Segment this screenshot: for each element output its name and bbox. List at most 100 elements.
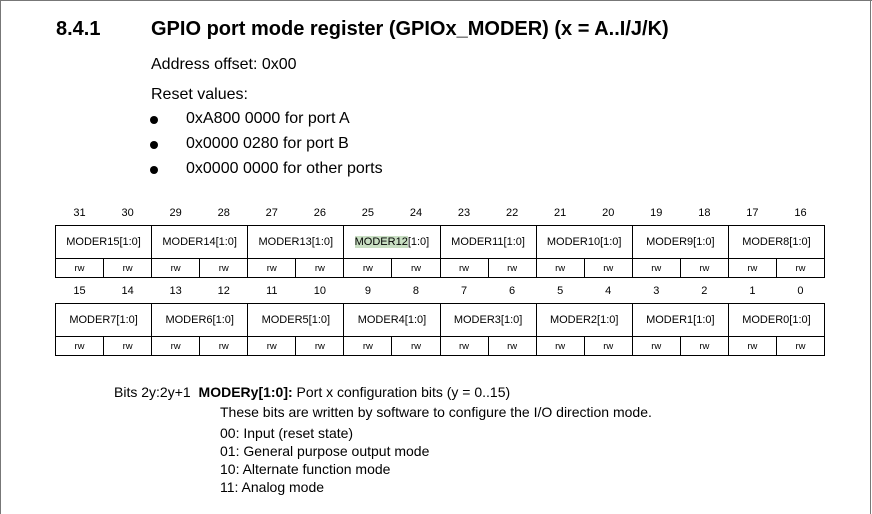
access-cell: rw (343, 336, 393, 356)
access-cell: rw (295, 258, 345, 278)
access-cell: rw (439, 336, 489, 356)
field-moder15: MODER15[1:0] (54, 225, 153, 259)
access-cell: rw (535, 258, 585, 278)
bit-number: 19 (650, 207, 663, 219)
access-cell: rw (151, 336, 201, 356)
bit-range: Bits 2y:2y+1 (114, 384, 191, 400)
bit-number: 2 (701, 285, 708, 297)
access-cell: rw (391, 336, 441, 356)
field-name: MODER11 (451, 236, 504, 248)
access-cell: rw (199, 336, 249, 356)
access-cell: rw (775, 336, 826, 356)
description-line: These bits are written by software to co… (220, 404, 652, 420)
field-name: MODER14 (162, 236, 216, 248)
field-name: MODER6 (165, 314, 213, 326)
bit-number: 30 (121, 207, 134, 219)
access-cell: rw (439, 258, 489, 278)
field-moder2: MODER2[1:0] (535, 303, 633, 337)
bit-number: 0 (797, 285, 804, 297)
access-cell: rw (295, 336, 345, 356)
bit-number: 9 (364, 285, 371, 297)
access-cell: rw (631, 258, 681, 278)
bit-number: 28 (217, 207, 230, 219)
bit-number: 18 (698, 207, 711, 219)
bit-number: 22 (505, 207, 519, 219)
access-row: rw rw rw rw rw rw rw rw rw rw rw rw rw r… (54, 258, 826, 278)
reset-values-label: Reset values: (151, 86, 248, 103)
field-range: [1:0] (600, 236, 622, 248)
field-name: MODER1 (646, 314, 694, 326)
description-line: 00: Input (reset state) (220, 425, 354, 441)
field-range: [1:0] (789, 236, 811, 248)
bit-number: 14 (121, 285, 134, 297)
section-number: 8.4.1 (56, 18, 101, 40)
access-cell: rw (487, 336, 537, 356)
field-name: MODER9 (646, 236, 694, 248)
field-moder7: MODER7[1:0] (54, 303, 153, 337)
field-moder5: MODER5[1:0] (247, 303, 345, 337)
access-cell: rw (151, 258, 201, 278)
bit-number: 25 (361, 207, 375, 219)
register-table-lower: 15 14 13 12 11 10 9 8 7 6 5 4 3 2 1 0 MO… (54, 279, 826, 356)
field-label: MODERy[1:0]: (198, 384, 293, 400)
field-range: [1:0] (789, 314, 811, 326)
field-range: [1:0] (311, 236, 334, 248)
access-cell: rw (679, 336, 729, 356)
field-range: [1:0] (693, 236, 715, 248)
bit-number: 16 (794, 207, 807, 219)
bit-number: 13 (169, 285, 182, 297)
access-cell: rw (727, 336, 777, 356)
bit-number: 5 (557, 285, 564, 297)
bit-number: 20 (602, 207, 615, 219)
bit-description-heading: Bits 2y:2y+1 MODERy[1:0]: Port x configu… (114, 384, 510, 400)
field-name: MODER13 (258, 236, 312, 248)
bit-number: 12 (217, 285, 230, 297)
bit-number: 4 (605, 285, 612, 297)
field-range: [1:0] (308, 314, 331, 326)
field-name: MODER4 (357, 314, 405, 326)
field-moder8: MODER8[1:0] (727, 225, 826, 259)
bit-number: 29 (169, 207, 182, 219)
page-frame-left (0, 0, 1, 514)
access-cell: rw (54, 258, 105, 278)
access-cell: rw (247, 258, 297, 278)
reset-value-item: 0xA800 0000 for port A (186, 110, 350, 127)
field-moder11: MODER11[1:0] (439, 225, 537, 259)
field-name: MODER5 (261, 314, 309, 326)
field-range: [1:0] (693, 314, 715, 326)
bullet-icon (150, 116, 158, 124)
field-moder12: MODER12[1:0] (343, 225, 441, 259)
address-offset: Address offset: 0x00 (151, 56, 297, 73)
bullet-icon (150, 141, 158, 149)
field-moder3: MODER3[1:0] (439, 303, 537, 337)
field-name-highlighted: MODER12 (354, 236, 408, 248)
access-cell: rw (679, 258, 729, 278)
access-cell: rw (391, 258, 441, 278)
field-name: MODER2 (549, 314, 598, 326)
field-moder13: MODER13[1:0] (247, 225, 345, 259)
reset-value-item: 0x0000 0000 for other ports (186, 160, 383, 177)
access-row: rw rw rw rw rw rw rw rw rw rw rw rw rw r… (54, 336, 826, 356)
field-summary: Port x configuration bits (y = 0..15) (292, 384, 511, 400)
register-table-upper: 31 30 29 28 27 26 25 24 23 22 21 20 19 1… (54, 201, 826, 278)
field-name: MODER10 (546, 236, 601, 248)
field-range: [1:0] (119, 236, 141, 248)
bit-number-row: 31 30 29 28 27 26 25 24 23 22 21 20 19 1… (56, 201, 825, 226)
access-cell: rw (199, 258, 249, 278)
field-range: [1:0] (500, 314, 523, 326)
bit-number: 11 (266, 285, 278, 297)
field-name: MODER8 (742, 236, 790, 248)
bit-number: 1 (749, 285, 756, 297)
field-moder14: MODER14[1:0] (151, 225, 249, 259)
bit-number: 26 (313, 207, 326, 219)
description-line: 11: Analog mode (220, 479, 325, 495)
bit-number: 31 (73, 207, 86, 219)
access-cell: rw (54, 336, 105, 356)
field-range: [1:0] (597, 314, 619, 326)
field-moder1: MODER1[1:0] (631, 303, 729, 337)
field-moder10: MODER10[1:0] (535, 225, 633, 259)
bit-number: 3 (653, 285, 660, 297)
bit-number-row: 15 14 13 12 11 10 9 8 7 6 5 4 3 2 1 0 (56, 279, 825, 304)
field-range: [1:0] (212, 314, 234, 326)
field-name: MODER0 (742, 314, 790, 326)
